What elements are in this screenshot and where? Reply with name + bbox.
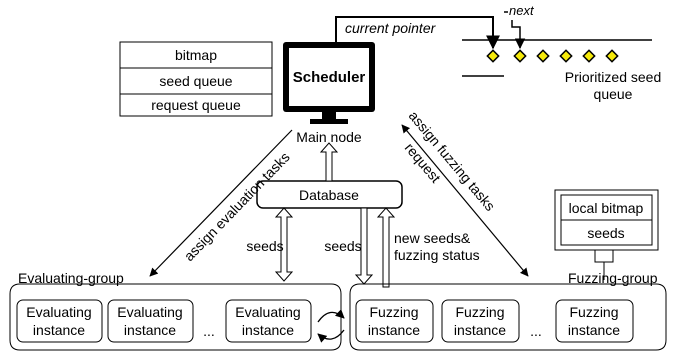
fuzzing-instance [555,299,634,343]
seed-marker [513,49,527,63]
main-node-caption: Main node [296,129,362,145]
monitor-neck [322,112,336,119]
database-label: Database [299,187,359,203]
fuzzing-instance-line2: instance [368,322,420,338]
seed-queue-label: seed queue [159,73,232,89]
new-seeds-arrow [376,207,396,288]
fuzzing-ellipsis: ... [530,323,542,339]
seeds-left-label: seeds [246,238,283,254]
evaluating-instance [107,299,194,343]
seed-queue-table [119,67,273,95]
seed-marker [559,49,573,63]
fuzzing-instance-line1: Fuzzing [569,304,618,320]
evaluating-instance-line2: instance [124,322,176,338]
monitor-base [310,119,348,124]
local-seeds-table [560,219,653,246]
fuzzing-instance [441,299,520,343]
seeds-mid-arrow [354,207,374,285]
bitmap-label: bitmap [175,47,217,63]
evaluating-group-border [9,283,342,351]
local-seeds-label: seeds [587,225,624,241]
fuzzing-instance-line1: Fuzzing [455,304,504,320]
evaluating-instance-line1: Evaluating [26,304,91,320]
local-tables-connector [594,250,614,263]
fuzzing-group-border [349,283,667,351]
fuzzing-instance-line2: instance [454,322,506,338]
current-pointer-line [335,16,500,50]
evaluating-ellipsis: ... [203,323,215,339]
seed-marker [536,49,550,63]
assign-evaluation-arrow [149,129,293,277]
assign-fuzzing-arrow [401,124,529,277]
new-seeds-label-line2: fuzzing status [394,247,480,263]
scheduler-label: Scheduler [293,69,366,86]
fuzzing-instance [355,299,434,343]
exchange-icon [317,309,345,343]
current-pointer-label: current pointer [345,20,437,36]
seed-marker [486,49,500,63]
database: Database [256,180,403,209]
evaluating-group-title: Evaluating-group [18,270,124,286]
scheduler-tables: bitmap seed queue request queue [119,41,273,117]
fuzzing-instance-line1: Fuzzing [369,304,418,320]
evaluating-instance-line2: instance [33,322,85,338]
bitmap-table [119,41,273,69]
local-bitmap-label: local bitmap [569,200,644,216]
scheduler-monitor: Scheduler Main node [283,42,375,145]
fuzzing-group-title: Fuzzing-group [568,270,658,286]
queue-label-line1: Prioritized seed [565,69,662,85]
seeds-mid-label: seeds [324,238,361,254]
seed-markers [486,49,619,63]
db-to-main-arrow [319,142,339,182]
local-tables: local bitmap seeds [554,189,659,280]
prioritized-seed-queue: current pointer next Prioritized seed qu… [335,3,662,102]
evaluating-group: Evaluating-group Evaluating instance Eva… [9,270,342,351]
evaluating-instance-line2: instance [242,322,294,338]
request-queue-label: request queue [151,97,241,113]
next-label: next [509,3,535,18]
evaluating-instance-line1: Evaluating [117,304,182,320]
evaluating-instance-line1: Evaluating [235,304,300,320]
request-queue-table [119,93,273,117]
local-bitmap-table [560,194,653,221]
new-seeds-label-line1: new seeds& [394,230,471,246]
evaluating-instance [225,299,312,343]
evaluating-instance [16,299,103,343]
fuzzing-instance-line2: instance [568,322,620,338]
seed-marker [605,49,619,63]
monitor-screen [289,48,369,106]
seeds-left-arrow [274,207,294,282]
queue-label-line2: queue [594,86,633,102]
fuzzing-group: Fuzzing-group Fuzzing instance Fuzzing i… [349,270,667,351]
seed-marker [582,49,596,63]
next-pointer-line [511,20,526,50]
